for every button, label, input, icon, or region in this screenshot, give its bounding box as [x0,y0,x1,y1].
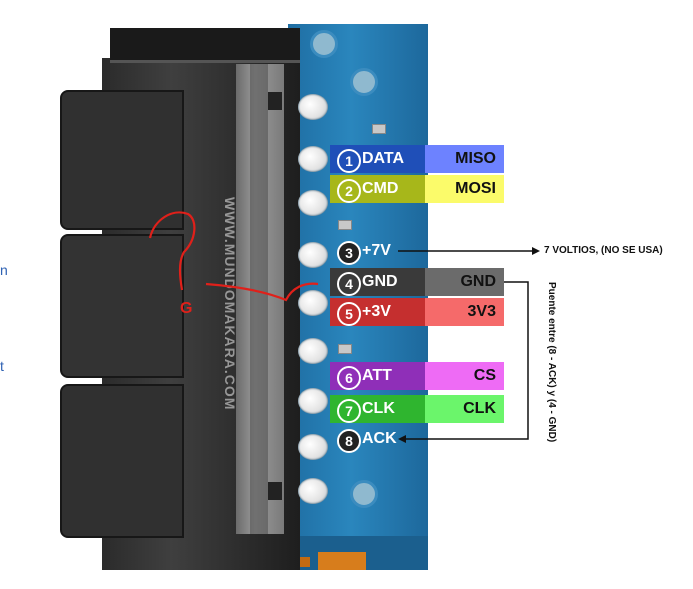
pin3-arrowhead [532,247,540,255]
pin2-name: CMD [362,180,399,197]
smd-component [372,124,386,134]
pin3-name: +7V [362,242,391,259]
pcb-pad [298,338,328,364]
pin2-function: MOSI [455,180,496,197]
connector-strip-shade [250,64,268,534]
pcb-pad [298,478,328,504]
orange-component-small [298,557,310,567]
connector-tab-top [60,90,184,230]
red-loop-mark [148,211,196,291]
pin1-function: MISO [455,150,496,167]
pcb-via [310,30,338,58]
pin8-name: ACK [362,430,397,447]
red-line-mark [205,282,319,302]
pin3-note: 7 VOLTIOS, (NO SE USA) [544,245,663,256]
pin7-function-box: CLK [425,395,504,423]
watermark: WWW.MUNDOMAKARA.COM [222,197,238,411]
connector-notch-bottom [268,482,282,500]
pcb-via [350,480,378,508]
handwritten-g: G [180,300,193,317]
pin6-function: CS [473,367,496,384]
pin3-number: 3 [337,241,361,265]
pin6-name: ATT [362,367,392,384]
text-fragment-n: n [0,262,8,278]
pin4-number: 4 [337,272,361,296]
pcb-pad [298,146,328,172]
pin7-number: 7 [337,399,361,423]
pin7-name: CLK [362,400,395,417]
pin5-name: +3V [362,303,391,320]
bridge-arrowhead [398,435,406,443]
pin8-number: 8 [337,429,361,453]
smd-component [338,220,352,230]
pcb-pad [298,190,328,216]
bridge-note: Puente entre (8 - ACK) y (4 - GND) [546,282,557,443]
pin7-function: CLK [463,400,496,417]
pin4-name: GND [362,273,398,290]
pin4-function-box: GND [425,268,504,296]
pin6-function-box: CS [425,362,504,390]
bridge-wire [404,281,529,440]
pcb-pad [298,388,328,414]
orange-component [318,552,366,570]
pin4-function: GND [460,273,496,290]
pcb-pad [298,434,328,460]
connector-tab-middle [60,234,184,378]
pin1-number: 1 [337,149,361,173]
connector-top-edge [110,28,300,63]
pcb-pad [298,290,328,316]
pcb-pad [298,242,328,268]
connector-notch-top [268,92,282,110]
pin1-name: DATA [362,150,405,167]
pin2-function-box: MOSI [425,175,504,203]
pin5-function: 3V3 [467,303,496,320]
pin1-function-box: MISO [425,145,504,173]
smd-component [338,344,352,354]
pcb-via [350,68,378,96]
text-fragment-t: t [0,358,4,374]
connector-tab-bottom [60,384,184,538]
pcb-pad [298,94,328,120]
pin5-number: 5 [337,302,361,326]
pin2-number: 2 [337,179,361,203]
pin5-function-box: 3V3 [425,298,504,326]
connector-photo: WWW.MUNDOMAKARA.COM [60,24,428,570]
pin6-number: 6 [337,366,361,390]
